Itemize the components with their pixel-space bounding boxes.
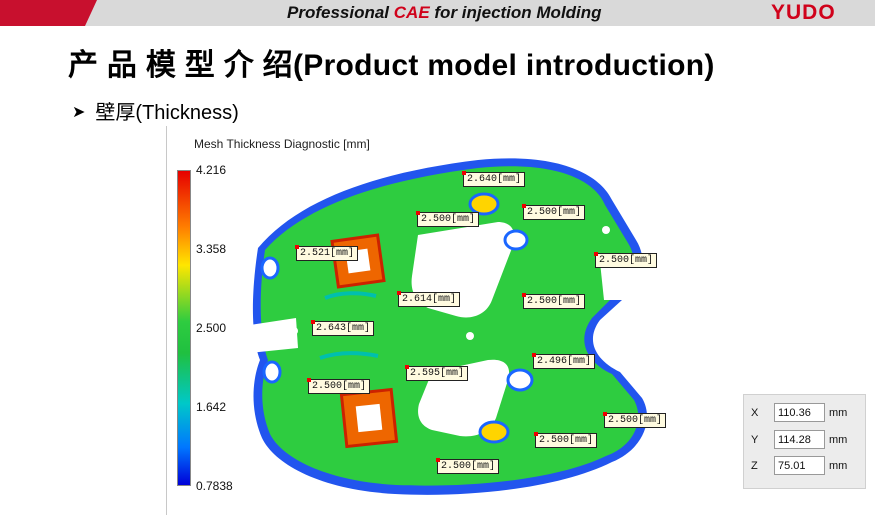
thickness-label: 2.500[mm] xyxy=(415,211,480,227)
coord-axis-label: Z xyxy=(751,460,758,472)
thickness-label: 2.500[mm] xyxy=(521,293,586,309)
boss-right-upper xyxy=(503,229,529,251)
scale-tick-min: 0.7838 xyxy=(196,479,233,493)
boss-left-lower xyxy=(262,360,282,384)
notch-right-upper xyxy=(600,262,676,300)
thickness-label: 2.595[mm] xyxy=(404,365,469,381)
header-title-prefix: Professional xyxy=(287,3,394,22)
coord-x-field[interactable]: 110.36 xyxy=(774,403,825,422)
header-title: Professional CAE for injection Molding xyxy=(287,3,602,23)
coord-row-z: Z 75.01 mm xyxy=(744,456,865,478)
coordinate-panel: X 110.36 mm Y 114.28 mm Z 75.01 mm xyxy=(743,394,866,489)
boss-right-lower xyxy=(506,368,534,392)
boss-top xyxy=(468,192,500,216)
header-color-slant xyxy=(85,0,97,26)
brand-logo: YUDO xyxy=(771,1,836,24)
scale-tick-mid: 2.500 xyxy=(196,321,227,335)
thickness-label: 2.643[mm] xyxy=(310,320,375,336)
thickness-label: 2.614[mm] xyxy=(396,291,461,307)
coord-z-field[interactable]: 75.01 xyxy=(774,456,825,475)
boss-bottom xyxy=(478,420,510,444)
notch-left-mid xyxy=(230,318,298,355)
coord-axis-label: X xyxy=(751,407,759,419)
hole-1 xyxy=(290,327,298,335)
thickness-label: 2.500[mm] xyxy=(602,412,667,428)
header-title-suffix: for injection Molding xyxy=(429,3,602,22)
coord-row-x: X 110.36 mm xyxy=(744,403,865,425)
header-color-block xyxy=(0,0,85,26)
thickness-label: 2.500[mm] xyxy=(435,458,500,474)
scale-tick-upper: 3.358 xyxy=(196,242,227,256)
pad-hole-lower xyxy=(355,403,383,433)
viewport-border xyxy=(166,126,167,515)
thickness-color-scale xyxy=(177,170,191,486)
thickness-label: 2.500[mm] xyxy=(306,378,371,394)
header-title-accent: CAE xyxy=(393,3,430,22)
thickness-label: 2.500[mm] xyxy=(593,252,658,268)
diagnostic-title: Mesh Thickness Diagnostic [mm] xyxy=(194,137,370,151)
header-bar xyxy=(0,0,875,26)
thickness-label: 2.496[mm] xyxy=(531,353,596,369)
arrow-right-icon: ➤ xyxy=(72,104,86,121)
coord-y-field[interactable]: 114.28 xyxy=(774,430,825,449)
bullet-item: ➤ 壁厚(Thickness) xyxy=(72,96,239,125)
hole-2 xyxy=(466,332,474,340)
boss-left-upper xyxy=(260,256,280,280)
scale-tick-lower: 1.642 xyxy=(196,400,227,414)
slot-lower xyxy=(319,351,379,360)
thickness-label: 2.640[mm] xyxy=(461,171,526,187)
bullet-text: 壁厚(Thickness) xyxy=(95,102,239,124)
coord-unit: mm xyxy=(829,434,848,446)
coord-unit: mm xyxy=(829,460,848,472)
hole-3 xyxy=(602,226,610,234)
slot-upper xyxy=(324,291,377,300)
thickness-label: 2.500[mm] xyxy=(533,432,598,448)
thickness-label: 2.500[mm] xyxy=(521,204,586,220)
coord-unit: mm xyxy=(829,407,848,419)
page-title: 产 品 模 型 介 绍(Product model introduction) xyxy=(68,49,715,82)
scale-tick-max: 4.216 xyxy=(196,163,227,177)
coord-axis-label: Y xyxy=(751,434,759,446)
hole-5 xyxy=(467,297,473,303)
thickness-label: 2.521[mm] xyxy=(294,245,359,261)
coord-row-y: Y 114.28 mm xyxy=(744,430,865,452)
